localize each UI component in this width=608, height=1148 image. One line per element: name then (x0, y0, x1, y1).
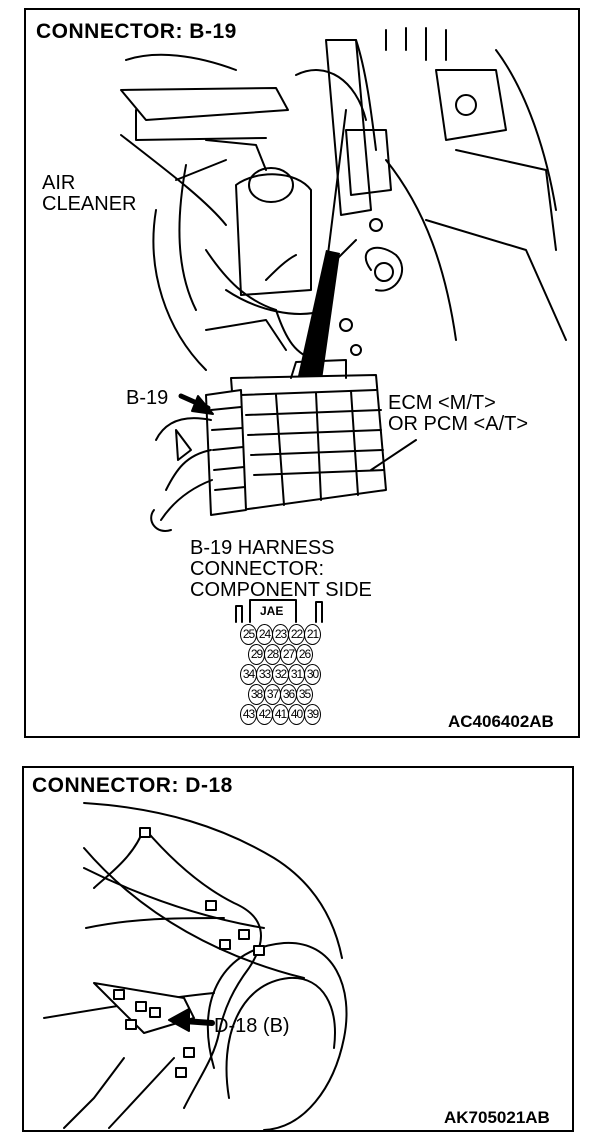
pin: 34 (240, 664, 257, 685)
pin: 23 (272, 624, 289, 645)
pin: 30 (304, 664, 321, 685)
pin: 35 (296, 684, 313, 705)
pin: 26 (296, 644, 313, 665)
pin-row-2: 29 28 27 26 (248, 644, 313, 665)
panel-title: CONNECTOR: B-19 (36, 20, 237, 43)
pin: 22 (288, 624, 305, 645)
pin-row-4: 38 37 36 35 (248, 684, 313, 705)
pin: 33 (256, 664, 273, 685)
pin-row-5: 43 42 41 40 39 (240, 704, 321, 725)
harness-connector-label: B-19 HARNESS CONNECTOR: COMPONENT SIDE (190, 537, 372, 601)
pin: 29 (248, 644, 265, 665)
vehicle-illustration (43, 802, 348, 1130)
pin: 24 (256, 624, 273, 645)
figure-code: AC406402AB (448, 712, 554, 731)
pin: 37 (264, 684, 281, 705)
pin: 41 (272, 704, 289, 725)
b19-callout-label: B-19 (126, 387, 169, 409)
air-cleaner-label: AIR CLEANER (42, 172, 137, 215)
pin: 28 (264, 644, 281, 665)
pin-row-3: 34 33 32 31 30 (240, 664, 321, 685)
pin: 31 (288, 664, 305, 685)
pin: 27 (280, 644, 297, 665)
pin: 38 (248, 684, 265, 705)
d18-callout-label: D-18 (B) (214, 1015, 290, 1037)
figure-code: AK705021AB (444, 1108, 550, 1127)
panel-title: CONNECTOR: D-18 (32, 774, 233, 797)
pin: 39 (304, 704, 321, 725)
pin: 42 (256, 704, 273, 725)
connector-d18-panel: CONNECTOR: D-18 D-18 (B) AK705021AB (22, 766, 574, 1132)
pin: 32 (272, 664, 289, 685)
ecm-pcm-label: ECM <M/T> OR PCM <A/T> (388, 392, 529, 435)
pin: 25 (240, 624, 257, 645)
pin-row-1: 25 24 23 22 21 (240, 624, 321, 645)
engine-bay-illustration (120, 27, 567, 623)
connector-brand-label: JAE (260, 604, 284, 618)
connector-b19-panel: CONNECTOR: B-19 AIR CLEANER B-19 ECM <M/… (24, 8, 580, 738)
pin: 36 (280, 684, 297, 705)
pin: 21 (304, 624, 321, 645)
pin: 43 (240, 704, 257, 725)
pin: 40 (288, 704, 305, 725)
